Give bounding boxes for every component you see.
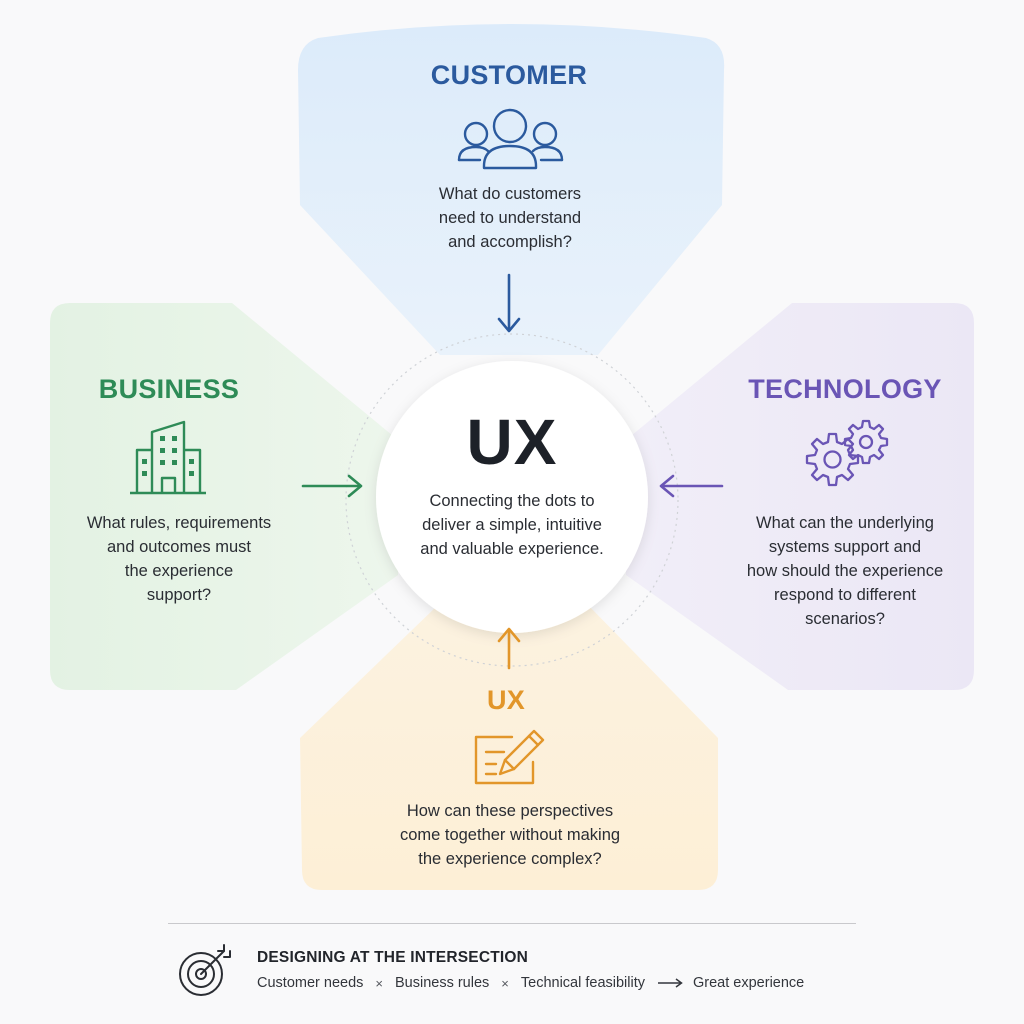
target-icon (179, 944, 231, 996)
footer-item-great-experience: Great experience (693, 975, 805, 991)
gears-icon (805, 419, 889, 487)
footer-divider (168, 923, 856, 924)
business-question-line: and outcomes must (107, 538, 251, 556)
customer-question-line: and accomplish? (448, 233, 572, 251)
ux-petal-title: UX (486, 685, 526, 715)
center-title: UX (466, 406, 558, 478)
footer-equation: Customer needs × Business rules × Techni… (257, 975, 804, 991)
customer-question: What do customers need to understand and… (400, 182, 620, 254)
customer-question-line: need to understand (438, 209, 582, 227)
customer-question-line: What do customers (438, 185, 582, 203)
ux-panel (300, 605, 718, 890)
ux-question-line: come together without making (399, 826, 621, 844)
orbit-ring (345, 333, 679, 667)
business-question-line: the experience (124, 562, 234, 580)
technology-question: What can the underlying systems support … (725, 511, 965, 631)
business-title: BUSINESS (98, 374, 240, 404)
footer-title: DESIGNING AT THE INTERSECTION (257, 949, 529, 966)
business-question-line: What rules, requirements (86, 514, 272, 532)
multiply-sign: × (501, 975, 509, 991)
technology-question-line: scenarios? (805, 610, 885, 628)
customer-panel (298, 24, 725, 355)
office-building-icon (130, 420, 206, 495)
pencil-document-icon (474, 729, 545, 785)
business-question-line: support? (146, 586, 212, 604)
technology-question-line: how should the experience (746, 562, 944, 580)
technology-question-line: respond to different (774, 586, 916, 604)
technology-panel (626, 303, 974, 690)
footer-item-customer-needs: Customer needs (257, 975, 364, 991)
business-panel (50, 303, 398, 690)
center-subtitle: Connecting the dots to deliver a simple,… (402, 489, 622, 561)
multiply-sign: × (375, 975, 383, 991)
customer-title: CUSTOMER (430, 60, 588, 90)
long-arrow-right-icon (657, 978, 683, 988)
technology-arrow (659, 474, 724, 498)
technology-title: TECHNOLOGY (748, 374, 942, 404)
ux-question-line: the experience complex? (418, 850, 602, 868)
footer-item-technical-feasibility: Technical feasibility (520, 975, 645, 991)
business-question: What rules, requirements and outcomes mu… (64, 511, 294, 607)
center-subtitle-line: Connecting the dots to (429, 492, 595, 510)
customer-arrow (497, 273, 521, 333)
ux-question: How can these perspectives come together… (370, 799, 650, 871)
business-arrow (301, 474, 363, 498)
center-circle (376, 361, 648, 633)
ux-question-line: How can these perspectives (406, 802, 614, 820)
center-subtitle-line: and valuable experience. (420, 540, 604, 558)
ux-arrow (497, 627, 521, 670)
people-group-icon (457, 108, 564, 170)
footer-item-business-rules: Business rules (394, 975, 490, 991)
technology-question-line: systems support and (768, 538, 922, 556)
center-subtitle-line: deliver a simple, intuitive (422, 516, 602, 534)
technology-question-line: What can the underlying (756, 514, 934, 532)
